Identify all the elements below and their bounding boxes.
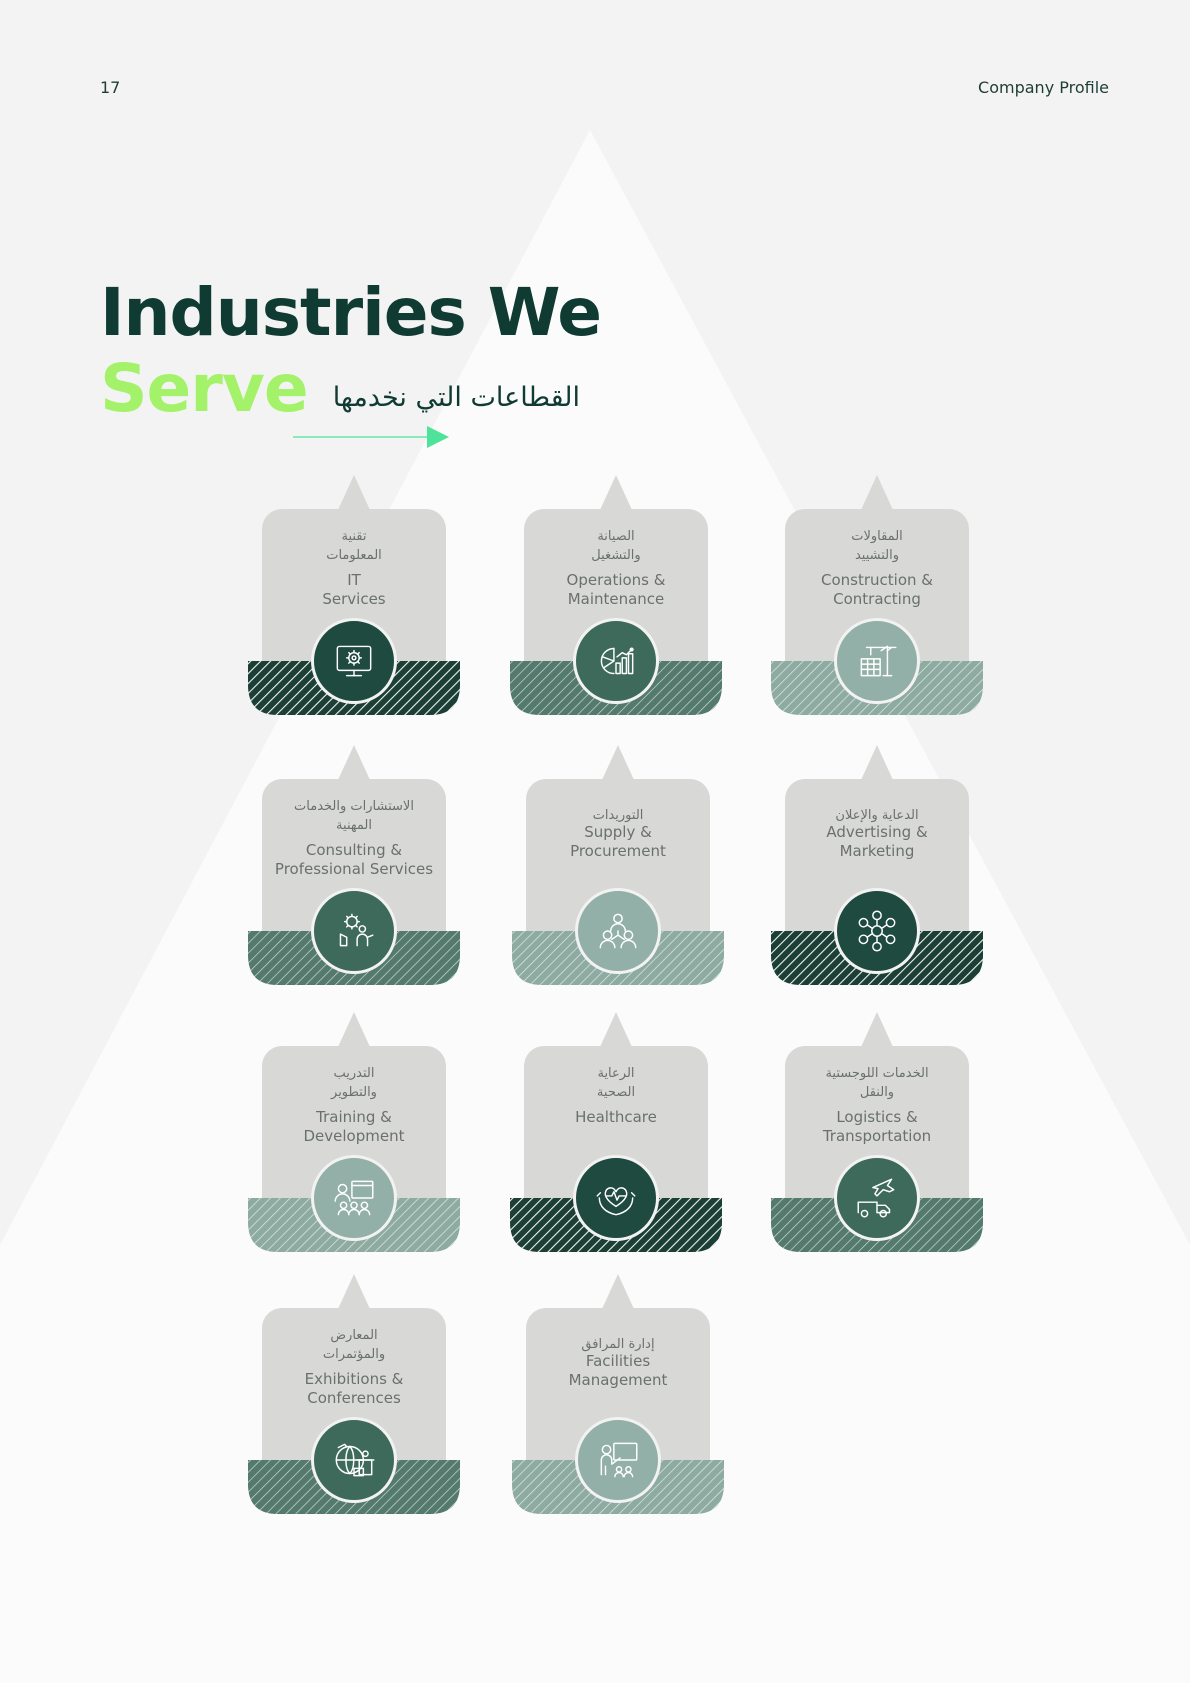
training-board-icon bbox=[311, 1155, 397, 1241]
industry-label-en: Training &Development bbox=[303, 1108, 405, 1145]
marketing-hub-icon bbox=[834, 888, 920, 974]
industry-label-en: Advertising &Marketing bbox=[826, 823, 928, 860]
presenter-board-icon bbox=[575, 1417, 661, 1503]
page-number: 17 bbox=[100, 78, 121, 97]
industry-label-en: Construction &Contracting bbox=[821, 571, 933, 608]
page-title-line-1: Industries We bbox=[100, 274, 602, 351]
industry-label-en: Exhibitions &Conferences bbox=[304, 1370, 404, 1407]
consultant-gear-icon bbox=[311, 888, 397, 974]
monitor-gear-icon bbox=[311, 618, 397, 704]
heart-hands-icon bbox=[573, 1155, 659, 1241]
industry-label-ar: الدعاية والإعلان bbox=[835, 808, 919, 823]
pie-chart-bars-icon bbox=[573, 618, 659, 704]
industry-label-en: Supply &Procurement bbox=[570, 823, 666, 860]
arrow-right-icon bbox=[293, 426, 449, 448]
plane-truck-icon bbox=[834, 1155, 920, 1241]
document-title: Company Profile bbox=[978, 78, 1109, 97]
industry-label-en: Logistics &Transportation bbox=[822, 1108, 932, 1145]
industry-label-en: Consulting &Professional Services bbox=[274, 841, 434, 878]
crane-building-icon bbox=[834, 618, 920, 704]
industry-label-ar: التوريدات bbox=[592, 808, 644, 823]
page-title-arabic: القطاعات التي نخدمها bbox=[332, 382, 580, 413]
page-title-line-2: Serve bbox=[100, 350, 309, 427]
globe-podium-icon bbox=[311, 1417, 397, 1503]
industry-label-en: Operations &Maintenance bbox=[566, 571, 666, 608]
industry-label-en: Healthcare bbox=[575, 1108, 657, 1126]
people-network-icon bbox=[575, 888, 661, 974]
industry-label-ar: إدارة المرافق bbox=[581, 1337, 655, 1352]
